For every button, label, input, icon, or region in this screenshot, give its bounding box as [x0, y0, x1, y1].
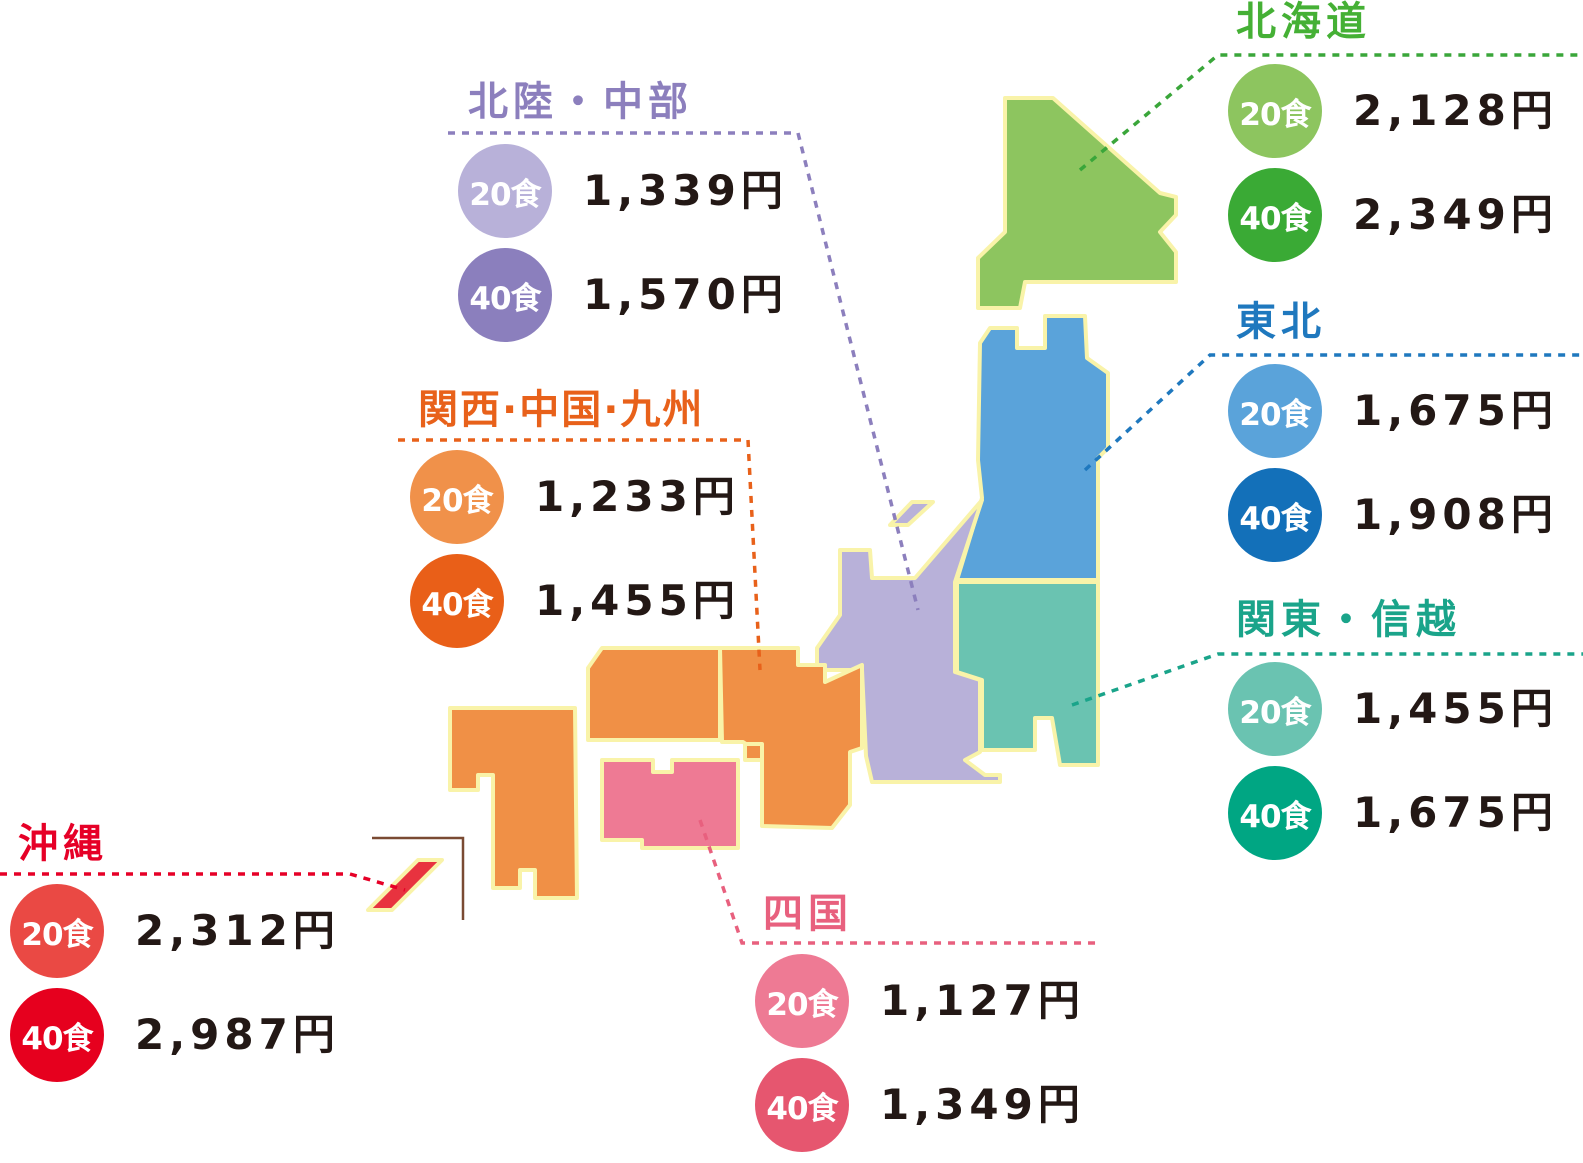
price-value: 2,312円: [135, 906, 340, 955]
map-region-kansai[interactable]: [718, 646, 864, 830]
badge-20-meals: 20食: [755, 954, 849, 1048]
badge-20-meals: 20食: [1228, 662, 1322, 756]
region-title-kansai: 関西·中国·九州: [418, 387, 705, 433]
price-value: 1,349円: [880, 1080, 1085, 1129]
badge-40-meals: 40食: [458, 248, 552, 342]
price-value: 1,570円: [583, 270, 788, 319]
map-region-hokuriku[interactable]: [815, 498, 1002, 784]
badge-20-meals: 20食: [410, 450, 504, 544]
leader-line-shikoku: [698, 819, 1098, 945]
price-value: 2,349円: [1353, 190, 1558, 239]
badge-40-meals: 40食: [1228, 766, 1322, 860]
region-title-shikoku: 四国: [763, 891, 853, 937]
region-title-okinawa: 沖縄: [18, 821, 108, 867]
price-value: 1,675円: [1353, 788, 1558, 837]
leader-line-kanto: [1071, 652, 1583, 707]
price-value: 2,128円: [1353, 86, 1558, 135]
price-value: 1,455円: [1353, 684, 1558, 733]
region-title-tohoku: 東北: [1236, 299, 1326, 345]
price-value: 2,987円: [135, 1010, 340, 1059]
okinawa-inset-frame: [372, 836, 465, 920]
leader-line-hokkaido: [1078, 53, 1583, 172]
badge-20-meals: 20食: [1228, 64, 1322, 158]
map-island-awaji[interactable]: [743, 742, 764, 762]
price-value: 1,908円: [1353, 490, 1558, 539]
map-region-chugoku[interactable]: [586, 646, 722, 742]
price-value: 1,339円: [583, 166, 788, 215]
price-value: 1,127円: [880, 976, 1085, 1025]
badge-20-meals: 20食: [458, 144, 552, 238]
region-title-hokkaido: 北海道: [1236, 0, 1371, 45]
badge-20-meals: 20食: [1228, 364, 1322, 458]
price-value: 1,455円: [535, 576, 740, 625]
badge-40-meals: 40食: [10, 988, 104, 1082]
badge-40-meals: 40食: [1228, 468, 1322, 562]
map-region-kyushu[interactable]: [448, 706, 579, 900]
leader-line-tohoku: [1083, 353, 1583, 472]
leader-line-okinawa: [0, 872, 406, 892]
map-region-hokkaido[interactable]: [976, 96, 1178, 310]
badge-40-meals: 40食: [755, 1058, 849, 1152]
map-region-okinawa[interactable]: [366, 858, 444, 912]
badge-20-meals: 20食: [10, 884, 104, 978]
region-title-kanto: 関東・信越: [1236, 597, 1461, 643]
map-island-sado[interactable]: [888, 500, 935, 527]
map-region-tohoku[interactable]: [955, 314, 1110, 582]
badge-40-meals: 40食: [1228, 168, 1322, 262]
leader-line-hokuriku: [448, 131, 920, 611]
price-value: 1,233円: [535, 472, 740, 521]
badge-40-meals: 40食: [410, 554, 504, 648]
price-value: 1,675円: [1353, 386, 1558, 435]
map-region-shikoku[interactable]: [600, 758, 740, 850]
region-title-hokuriku: 北陸・中部: [468, 79, 693, 125]
leader-line-kansai: [398, 438, 762, 671]
